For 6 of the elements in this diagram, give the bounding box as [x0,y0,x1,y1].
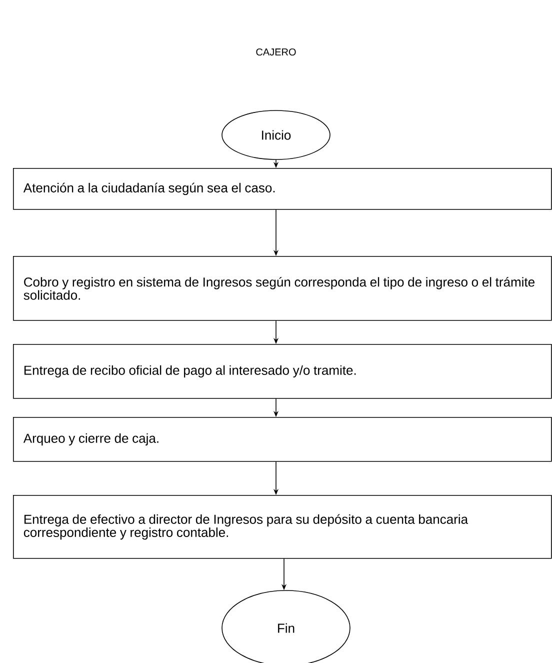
process-box: Atención a la ciudadanía según sea el caso. [13,168,552,210]
process-box: Arqueo y cierre de caja. [13,417,552,462]
process-box: Cobro y registro en sistema de Ingresos según corresponda el tipo de ingreso o el trámite solicitado. [13,256,552,321]
process-box: Entrega de recibo oficial de pago al interesado y/o tramite. [13,344,552,399]
process-box: Entrega de efectivo a director de Ingresos para su depósito a cuenta bancaria correspondiente y registro contable. [13,495,552,559]
title: CAJERO [256,48,296,56]
